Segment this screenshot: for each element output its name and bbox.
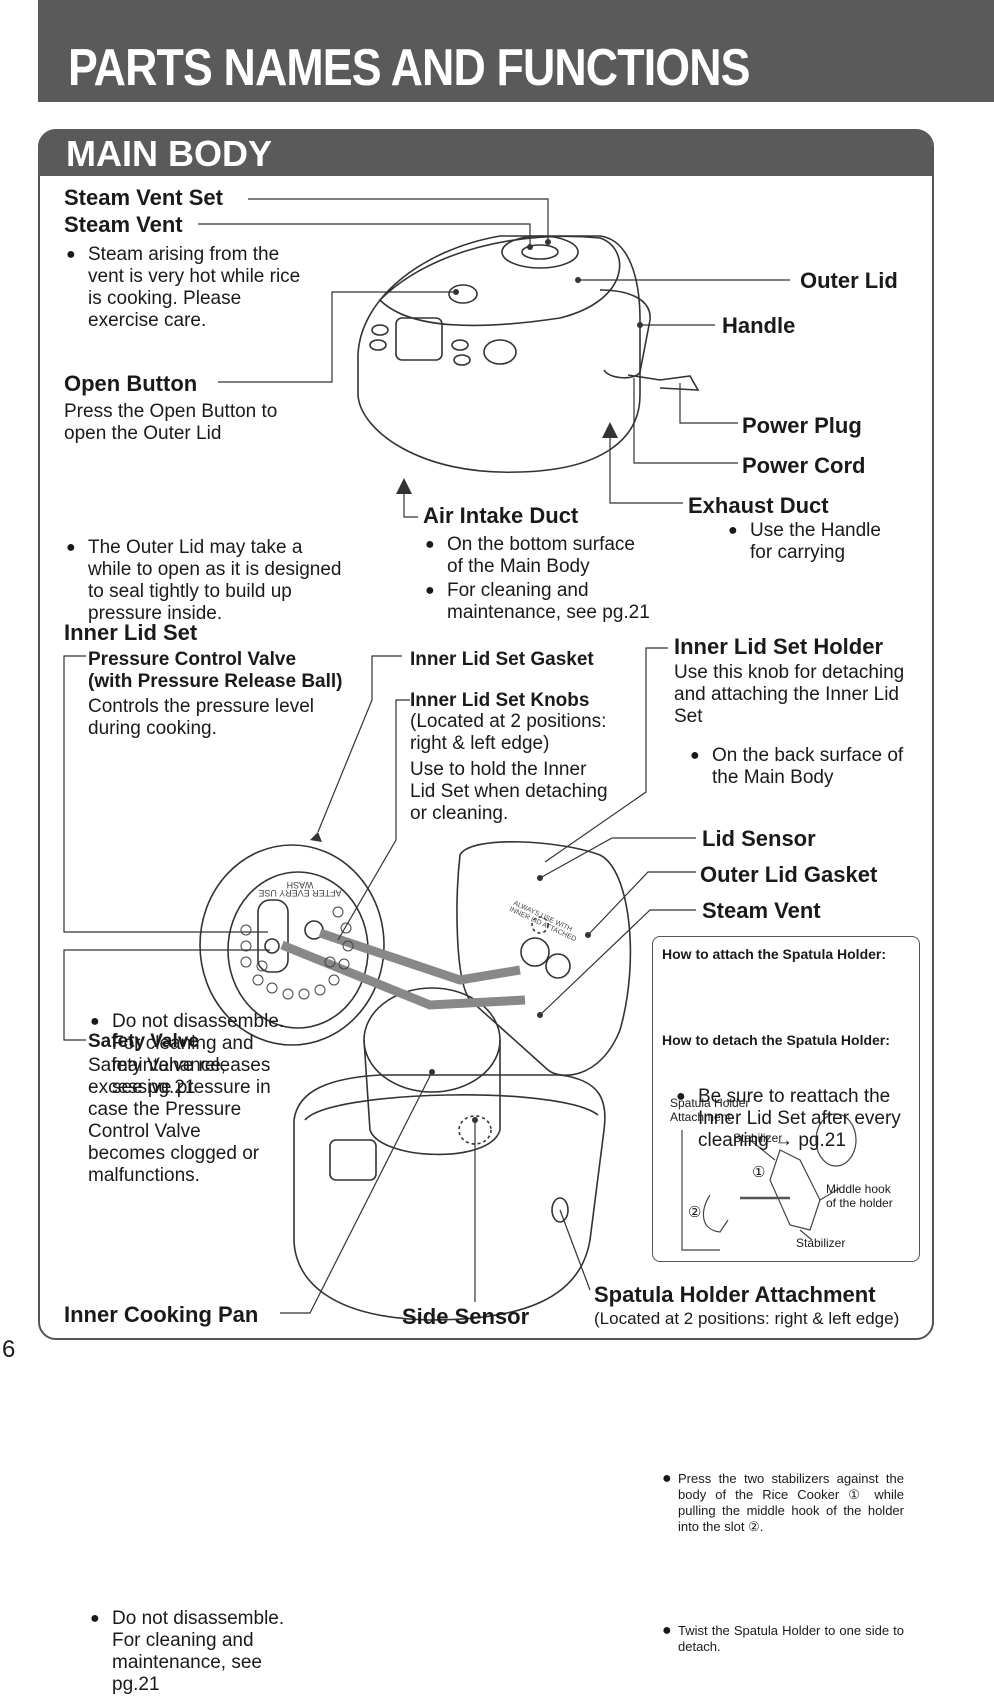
leader-inner-pan bbox=[280, 1071, 433, 1314]
power-cord-label: Power Cord bbox=[742, 453, 866, 478]
leader-steam-vent-2 bbox=[539, 909, 696, 1016]
leader-holder bbox=[544, 647, 668, 863]
stabilizer-bottom-caption: Stabilizer bbox=[796, 1236, 846, 1250]
leader-steam-vent-set bbox=[248, 198, 549, 240]
lid-wash-text: WASH bbox=[287, 880, 314, 890]
leader-air-intake bbox=[403, 485, 418, 518]
leader-pressure-valve bbox=[63, 655, 268, 933]
cooker-body-outline bbox=[357, 235, 641, 473]
inner-lid-set-knobs-location: (Located at 2 positions: right & left ed… bbox=[410, 711, 607, 754]
spatula-attachment-caption: Spatula Holder Attachment bbox=[670, 1096, 750, 1124]
lid-sensor-label: Lid Sensor bbox=[702, 826, 816, 851]
exhaust-duct-label: Exhaust Duct bbox=[688, 493, 829, 518]
inner-lid-set-holder-notes: Be sure to reattach the Inner Lid Set af… bbox=[676, 1086, 994, 1152]
leader-knobs bbox=[337, 699, 410, 941]
page-title: PARTS NAMES AND FUNCTIONS bbox=[68, 39, 750, 97]
page-number: 6 bbox=[2, 1336, 16, 1363]
outer-lid-label: Outer Lid bbox=[800, 268, 898, 293]
leader-open-button bbox=[218, 291, 455, 383]
open-button-shape bbox=[448, 284, 478, 304]
leader-spatula-attachment bbox=[559, 1209, 591, 1291]
safety-valve-desc: Safety Valve releases excessive pressure… bbox=[88, 1055, 271, 1186]
inner-lid-set-knobs-label: Inner Lid Set Knobs bbox=[410, 690, 590, 711]
spatula-holder-attachment-label: Spatula Holder Attachment bbox=[594, 1282, 876, 1307]
air-intake-duct-label: Air Intake Duct bbox=[423, 503, 579, 528]
inner-lid-set-gasket-label: Inner Lid Set Gasket bbox=[410, 649, 594, 670]
inner-lid-set-holder-desc: Use this knob for detaching and attachin… bbox=[674, 662, 905, 727]
spatula-holder-info-box bbox=[652, 936, 920, 1262]
open-button-notes: The Outer Lid may take a while to open a… bbox=[66, 537, 388, 625]
marker-two: ② bbox=[688, 1204, 702, 1221]
marker-one: ① bbox=[752, 1164, 766, 1181]
leader-power-plug bbox=[679, 383, 738, 424]
lid-wash-text-2: AFTER EVERY USE bbox=[258, 888, 341, 898]
stabilizer-top-caption: Stabilizer bbox=[733, 1131, 783, 1145]
section-header: MAIN BODY bbox=[38, 129, 932, 176]
title-bar: PARTS NAMES AND FUNCTIONS bbox=[38, 0, 994, 102]
leader-lid-sensor bbox=[539, 837, 696, 879]
middle-hook-caption: Middle hook of the holder bbox=[826, 1182, 893, 1210]
leader-steam-vent bbox=[198, 223, 531, 246]
handle-notes: Use the Handle for carrying bbox=[728, 520, 994, 564]
pressure-control-valve-desc: Controls the pressure level during cooki… bbox=[88, 696, 314, 739]
spatula-holder-attachment-location: (Located at 2 positions: right & left ed… bbox=[594, 1309, 900, 1328]
steam-vent-label: Steam Vent bbox=[64, 212, 183, 237]
inner-cooking-pan-label: Inner Cooking Pan bbox=[64, 1302, 259, 1327]
open-button-label: Open Button bbox=[64, 371, 198, 396]
outer-lid-gasket-label: Outer Lid Gasket bbox=[700, 862, 878, 887]
safety-valve-label: Safety Valve bbox=[88, 1031, 199, 1052]
steam-vent-set-label: Steam Vent Set bbox=[64, 185, 223, 210]
open-button-desc: Press the Open Button to open the Outer … bbox=[64, 401, 278, 444]
exhaust-duct-notes: On the back surface of the Main Body bbox=[690, 745, 994, 789]
attach-text: Press the two stabilizers against the bo… bbox=[662, 1471, 904, 1535]
pressure-control-valve-label: Pressure Control Valve (with Pressure Re… bbox=[88, 649, 343, 692]
detach-text: Twist the Spatula Holder to one side to … bbox=[662, 1623, 904, 1655]
section-title: MAIN BODY bbox=[66, 133, 272, 174]
leader-power-cord bbox=[633, 378, 738, 464]
leader-safety-valve bbox=[63, 949, 270, 1041]
inner-lid-set-knobs-desc: Use to hold the Inner Lid Set when detac… bbox=[410, 759, 608, 824]
steam-vent-2-label: Steam Vent bbox=[702, 898, 821, 923]
power-plug-label: Power Plug bbox=[742, 413, 862, 438]
steam-vent-cap bbox=[501, 235, 579, 269]
detach-title: How to detach the Spatula Holder: bbox=[662, 1032, 890, 1048]
leader-outer-lid-gasket bbox=[587, 871, 696, 936]
pressure-control-valve-notes: Do not disassemble. For cleaning and mai… bbox=[90, 1011, 994, 1099]
handle-label: Handle bbox=[722, 313, 796, 338]
side-sensor-label: Side Sensor bbox=[402, 1304, 530, 1329]
leader-exhaust-duct bbox=[609, 430, 683, 504]
inner-lid-set-holder-label: Inner Lid Set Holder bbox=[674, 634, 884, 659]
inner-lid-set-label: Inner Lid Set bbox=[64, 620, 198, 645]
steam-vent-notes: Steam arising from the vent is very hot … bbox=[66, 244, 358, 332]
attach-title: How to attach the Spatula Holder: bbox=[662, 946, 887, 962]
leader-gasket bbox=[317, 655, 402, 833]
outer-lid-outline bbox=[378, 235, 621, 327]
